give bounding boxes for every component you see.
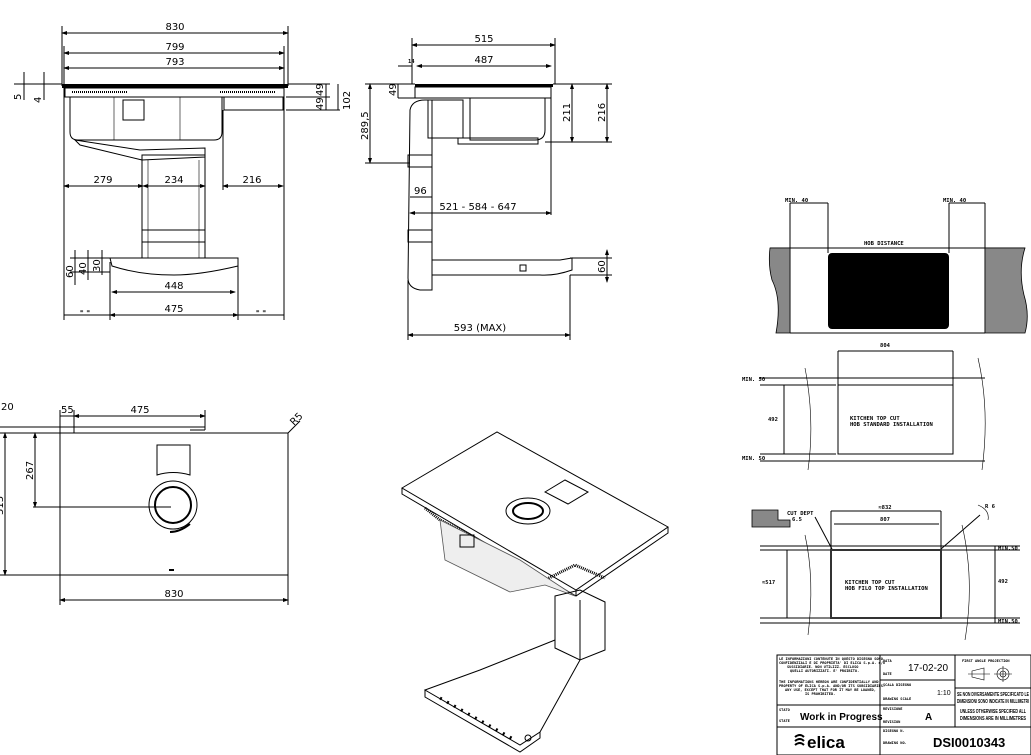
notice-it-4: QUELLI AUTORIZZATI. E' PROIBITO. — [790, 669, 859, 673]
svg-text:elica: elica — [807, 733, 845, 752]
notice-en-4: IS PROHIBITED. — [805, 692, 835, 696]
hob-distance-detail: MIN. 40 MIN. 40 HOB DISTANCE — [768, 198, 1028, 334]
dim-30: 30 — [92, 259, 103, 272]
cut-label-line2: HOB FILO TOP INSTALLATION — [845, 586, 928, 592]
notice-en-1: THE INFORMATIONS HEREON ARE CONFIDENTIAL… — [779, 680, 879, 684]
cut-label-line1: KITCHEN TOP CUT — [845, 580, 895, 586]
hob-distance-label: HOB DISTANCE — [864, 241, 904, 247]
dim-216: 216 — [242, 175, 261, 186]
depth-492: 492 — [768, 417, 778, 423]
front-view: 830 799 793 5 4 49 49 102 279 234 216 60… — [13, 22, 353, 320]
units-it-2: DIMENSIONI SONO INDICATE IN MILLIMETRI — [957, 699, 1029, 705]
dim-487: 487 — [474, 55, 493, 66]
dim-96: 96 — [414, 186, 427, 197]
scale-value: 1:10 — [937, 690, 951, 697]
dim-equal-left: = = — [80, 309, 91, 315]
notice-it-2: CONFIDENZIALI E DI PROPRIETA' DI ELICA S… — [779, 661, 885, 665]
drawing-number: DSI0010343 — [933, 735, 1005, 750]
width-804: 804 — [880, 343, 891, 349]
title-block: LE INFORMAZIONI CONTENUTE IN QUESTO DISE… — [776, 654, 1031, 755]
dim-5: 5 — [13, 94, 24, 100]
isometric-view — [401, 431, 669, 753]
inner-width-807: 807 — [880, 517, 890, 523]
drawing-no-label-en: DRAWING NO. — [883, 741, 907, 745]
radius-r6: R 6 — [985, 504, 996, 510]
dim-279: 279 — [93, 175, 112, 186]
dim-289-5: 289,5 — [360, 111, 371, 140]
dim-20: 20 — [1, 402, 14, 413]
units-it-1: SE NON DIVERSAMENTE SPECIFICATO LE — [957, 692, 1029, 698]
min-40-left: MIN. 40 — [785, 198, 808, 204]
min-40-right: MIN. 40 — [943, 198, 966, 204]
dim-102: 102 — [342, 91, 353, 110]
revision-label-en: REVISION — [883, 720, 900, 724]
notice-it-1: LE INFORMAZIONI CONTENUTE IN QUESTO DISE… — [779, 657, 883, 661]
min-50-top: MIN. 50 — [742, 377, 765, 383]
state-value: Work in Progress — [800, 712, 883, 723]
side-view: 515 487 14 49 289,5 211 216 96 521 - 584… — [360, 34, 612, 340]
first-angle-projection-icon — [968, 666, 1012, 682]
dim-448: 448 — [164, 281, 183, 292]
dim-475: 475 — [130, 405, 149, 416]
min-50-top: MIN.50 — [998, 546, 1018, 552]
standard-installation-detail: 804 MIN. 50 MIN. 50 492 KITCHEN TOP CUT … — [742, 343, 986, 471]
front-view-dims: 830 799 793 5 4 49 49 102 279 234 216 60… — [13, 22, 353, 315]
plan-view: 20 55 475 R5 267 515 830 — [0, 402, 306, 605]
dim-49a: 49 — [315, 83, 326, 96]
scale-label-en: DRAWING SCALE — [883, 697, 911, 701]
cut-depth-label: CUT DEPT — [787, 511, 814, 517]
date-label-en: DATE — [883, 672, 892, 676]
dim-14: 14 — [408, 59, 415, 65]
notice-en-3: ANY USE, EXCEPT THAT FOR IT MAY BE LOANE… — [785, 688, 876, 692]
cut-label-line1: KITCHEN TOP CUT — [850, 416, 900, 422]
dim-55: 55 — [61, 405, 74, 416]
units-en-2: DIMENSIONS ARE IN MILLIMETRES — [960, 716, 1026, 722]
dim-49b: 49 — [315, 97, 326, 110]
dim-60: 60 — [597, 260, 608, 273]
min-50-bottom: MIN. 50 — [742, 456, 765, 462]
dim-211: 211 — [562, 103, 573, 122]
dim-40: 40 — [78, 262, 89, 275]
date-value: 17-02-20 — [908, 663, 948, 674]
dim-60: 60 — [65, 265, 76, 278]
dim-4: 4 — [33, 97, 44, 103]
dim-475: 475 — [164, 304, 183, 315]
dim-equal-right: = = — [256, 309, 267, 315]
radius-r5: R5 — [288, 411, 305, 428]
dim-234: 234 — [164, 175, 183, 186]
dim-216: 216 — [597, 103, 608, 122]
projection-label: FIRST ANGLE PROJECTION — [962, 659, 1010, 663]
state-label-it: STATO — [779, 708, 790, 712]
min-50-bottom: MIN.50 — [998, 619, 1018, 625]
drawing-no-label-it: DISEGNO N. — [883, 729, 905, 733]
dim-793: 793 — [165, 57, 184, 68]
cut-depth-value: 6.5 — [792, 517, 802, 523]
elica-logo: elica — [794, 733, 845, 752]
outer-depth-517: ≈517 — [762, 580, 775, 586]
date-label-it: DATA — [883, 659, 892, 663]
dim-830: 830 — [164, 589, 183, 600]
dim-799: 799 — [165, 42, 184, 53]
scale-label-it: SCALA DISEGNO — [883, 683, 911, 687]
dim-267: 267 — [25, 461, 36, 480]
cut-label-line2: HOB STANDARD INSTALLATION — [850, 422, 933, 428]
dim-duct-range: 521 - 584 - 647 — [439, 202, 516, 213]
side-view-dims: 515 487 14 49 289,5 211 216 96 521 - 584… — [360, 34, 608, 334]
revision-value: A — [925, 712, 932, 723]
dim-515: 515 — [474, 34, 493, 45]
depth-492: 492 — [998, 579, 1008, 585]
notice-it-3: SUSSIDIARIE. NON UTILIZZ. ESCLUSO — [787, 665, 858, 669]
notice-en-2: PROPERTY OF ELICA S.p.A. AND/OR ITS SUBS… — [779, 684, 885, 688]
revision-label-it: REVISIONE — [883, 707, 902, 711]
dim-830: 830 — [165, 22, 184, 33]
dim-515: 515 — [0, 496, 6, 515]
outer-width-832: ≈832 — [878, 505, 891, 511]
filo-top-installation-detail: ≈832 807 CUT DEPT 6.5 R 6 ≈517 492 MIN.5… — [751, 504, 1020, 641]
units-en-1: UNLESS OTHERWISE SPECIFIED ALL — [960, 709, 1026, 715]
dim-593-max: 593 (MAX) — [454, 323, 506, 334]
dim-49: 49 — [388, 83, 399, 96]
state-label-en: STATE — [779, 719, 790, 723]
